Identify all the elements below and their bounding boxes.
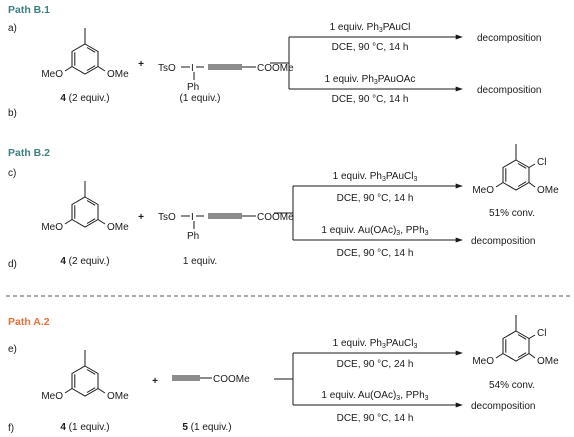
substrate-structure: MeO OMe [41,180,129,233]
methoxy-label: OMe [107,69,129,80]
conditions-label: DCE, 90 °C, 14 h [337,193,414,204]
equiv-label: 1 equiv. [183,256,217,267]
outcome-label: decomposition [471,401,535,412]
outcome-label: decomposition [477,33,541,44]
phenyl-label: Ph [187,82,199,93]
row-label: f) [8,423,14,434]
ester-label: COOMe [257,63,294,74]
conditions-label: DCE, 90 °C, 24 h [337,359,414,370]
conditions-label: DCE, 90 °C, 14 h [332,94,409,105]
iodine-label: I [191,63,194,74]
compound-label: 4 (2 equiv.) [60,93,109,104]
methoxy-label: OMe [107,391,129,402]
branch-arrows [270,34,463,92]
catalyst-label: 1 equiv. Ph3PAuOAc [325,74,416,86]
section-path-b1: Path B.1 a) b) MeO OMe 4 (2 equiv.) + Ts… [8,4,541,119]
iodine-label: I [191,212,194,223]
reagent-structure: TsO I Ph COOMe [158,63,294,93]
conditions-label: DCE, 90 °C, 14 h [332,42,409,53]
section-header: Path A.2 [8,316,50,328]
tosylate-label: TsO [158,212,176,223]
catalyst-label: 1 equiv. Au(OAc)3, PPh3 [321,225,428,237]
equiv-label: (1 equiv.) [180,93,221,104]
row-label: b) [8,108,17,119]
methoxy-label: MeO [41,222,63,233]
catalyst-label: 1 equiv. Au(OAc)3, PPh3 [321,390,428,402]
conditions-label: DCE, 90 °C, 14 h [337,248,414,259]
methoxy-label: OMe [107,222,129,233]
plus-sign: + [138,59,144,70]
reagent-structure: TsO I Ph COOMe [158,212,294,242]
methoxy-label: MeO [41,69,63,80]
outcome-label: decomposition [471,236,535,247]
conversion-label: 51% conv. [489,208,535,219]
methoxy-label: MeO [472,356,494,367]
tosylate-label: TsO [158,63,176,74]
section-path-a2: Path A.2 e) f) MeO OMe 4 (1 equiv.) + CO… [8,314,559,434]
methoxy-label: MeO [41,391,63,402]
ester-label: COOMe [213,374,250,385]
product-structure: Cl MeO OMe [472,314,559,367]
plus-sign: + [138,212,144,223]
methoxy-label: OMe [537,185,559,196]
compound-label: 4 (1 equiv.) [60,422,109,433]
section-header: Path B.1 [8,4,50,16]
product-structure: Cl MeO OMe [472,143,559,196]
catalyst-label: 1 equiv. Ph3PAuCl [330,22,411,34]
reagent-structure: COOMe [172,374,250,385]
branch-arrows [274,350,463,408]
conditions-label: DCE, 90 °C, 14 h [337,413,414,424]
ester-label: COOMe [257,212,294,223]
branch-arrows [274,183,463,243]
row-label: e) [8,344,17,355]
catalyst-label: 1 equiv. Ph3PAuCl3 [333,171,418,183]
substrate-structure: MeO OMe [41,349,129,402]
substrate-structure: MeO OMe [41,27,129,80]
chloro-label: Cl [537,328,546,339]
compound-label: 4 (2 equiv.) [60,256,109,267]
outcome-label: decomposition [477,85,541,96]
phenyl-label: Ph [187,231,199,242]
catalyst-label: 1 equiv. Ph3PAuCl3 [333,338,418,350]
section-header: Path B.2 [8,147,50,159]
section-path-b2: Path B.2 c) d) MeO OMe 4 (2 equiv.) + Ts… [8,143,559,270]
row-label: a) [8,23,17,34]
plus-sign: + [152,376,158,387]
row-label: d) [8,259,17,270]
methoxy-label: MeO [472,185,494,196]
chloro-label: Cl [537,157,546,168]
methoxy-label: OMe [537,356,559,367]
compound-label: 5 (1 equiv.) [182,422,231,433]
row-label: c) [8,168,16,179]
conversion-label: 54% conv. [489,380,535,391]
